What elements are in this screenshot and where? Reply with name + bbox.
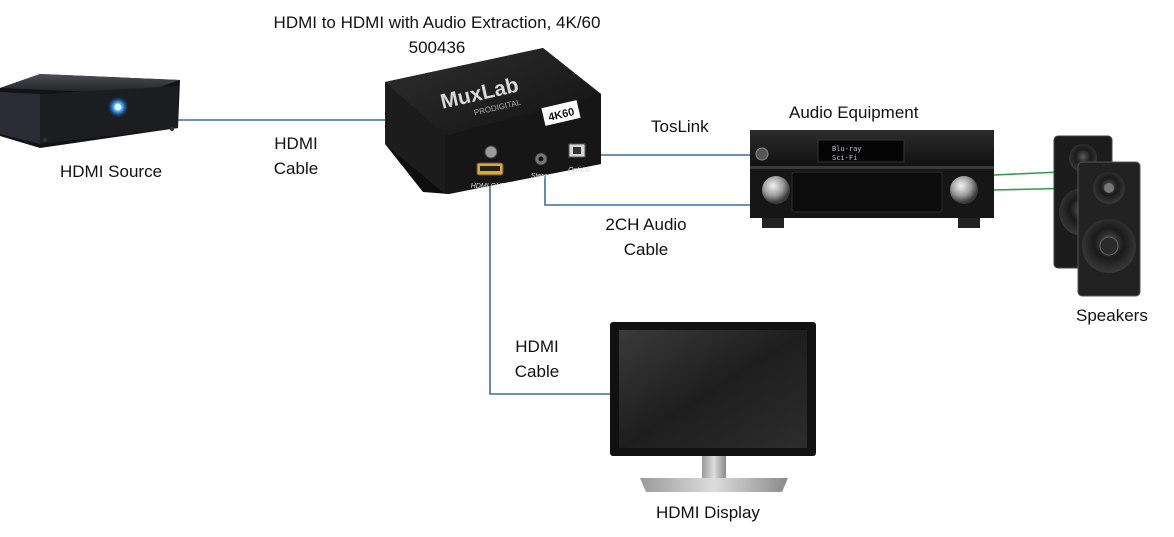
speakers-device	[1053, 135, 1141, 297]
stereo-label: Stereo	[531, 173, 552, 180]
title-line-2: 500436	[408, 38, 466, 57]
speakers-label: Speakers	[1076, 306, 1148, 325]
input-knob	[762, 176, 790, 204]
receiver-display-line2: Sci-Fi	[832, 154, 857, 162]
audio-equipment-label: Audio Equipment	[789, 103, 919, 122]
title-line-1: HDMI to HDMI with Audio Extraction, 4K/6…	[273, 13, 601, 32]
badge-4k60	[541, 100, 581, 126]
audio-receiver-device: Blu-ray Sci-Fi	[750, 130, 994, 228]
display-screen	[619, 330, 807, 448]
receiver-display	[817, 139, 905, 163]
receiver-display-line1: Blu-ray	[832, 145, 862, 153]
hdmi-display-label: HDMI Display	[656, 503, 760, 522]
hdmi-output-cable-line-2: Cable	[514, 362, 560, 381]
audio-2ch-cable-line-1: 2CH Audio	[605, 215, 687, 234]
audio-extractor-device: MuxLab PRODIGITAL 4K60 HDMI OUT Stereo O…	[385, 48, 601, 194]
hdmi-source-device	[0, 74, 180, 148]
dc-power-port	[484, 145, 498, 159]
hdmi-output-cable-label: HDMI Cable	[505, 334, 569, 384]
display-stand	[640, 478, 788, 492]
stereo-audio-cable	[544, 172, 755, 206]
hdmi-display-cable	[489, 178, 612, 395]
optical-label: Optical	[568, 167, 590, 174]
hdmi-output-cable-line-1: HDMI	[515, 337, 559, 356]
volume-knob	[950, 176, 978, 204]
hdmi-input-cable-line-2: Cable	[273, 159, 319, 178]
diagram-title: HDMI to HDMI with Audio Extraction, 4K/6…	[232, 10, 642, 60]
audio-2ch-cable-label: 2CH Audio Cable	[590, 212, 702, 262]
speaker-front	[1077, 161, 1141, 297]
toslink-label: TosLink	[651, 117, 709, 136]
hdmi-out-label: HDMI OUT	[471, 183, 506, 190]
hdmi-display-device	[610, 322, 816, 492]
speaker-wire-top	[993, 171, 1061, 176]
audio-2ch-cable-line-2: Cable	[623, 240, 669, 259]
badge-4k60-text: 4K60	[547, 106, 575, 124]
hdmi-source-label: HDMI Source	[60, 162, 163, 181]
hdmi-input-cable-line-1: HDMI	[274, 134, 318, 153]
hdmi-input-cable-label: HDMI Cable	[262, 131, 330, 181]
